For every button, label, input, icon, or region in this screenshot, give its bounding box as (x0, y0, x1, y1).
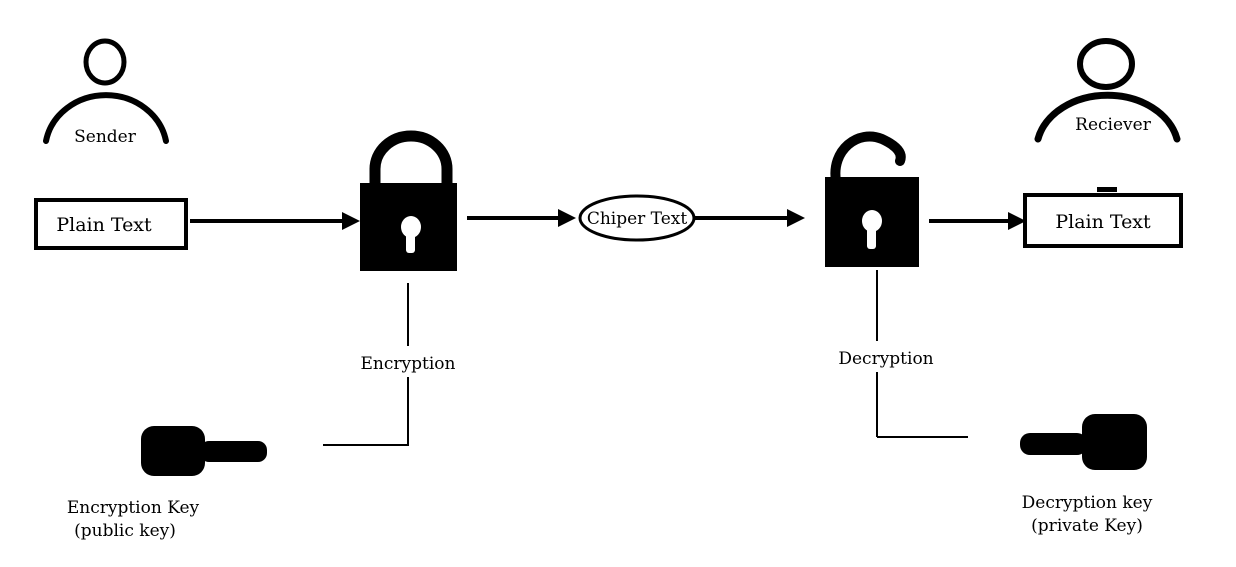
sender-actor: Sender (43, 38, 169, 147)
encryption-connector: Encryption (323, 283, 456, 446)
plain-text-source-box (34, 198, 188, 250)
plain-text-result-node: Plain Text (1023, 187, 1183, 248)
cipher-text-label: Chiper Text (587, 209, 688, 229)
encryption-label: Encryption (361, 354, 456, 374)
arrow-source-to-encryption (190, 212, 360, 230)
encryption-key-label-line1: Encryption Key (67, 498, 200, 518)
decryption-connector: Decryption (838, 270, 968, 438)
decryption-key-label-line1: Decryption key (1022, 493, 1153, 513)
keyhole-circle (401, 216, 421, 238)
key-head-icon (1082, 414, 1147, 470)
lock-shackle-closed (369, 130, 453, 186)
key-shaft-icon (200, 441, 267, 462)
sender-label: Sender (74, 127, 137, 147)
key-shaft-icon (1020, 433, 1087, 455)
decryption-key-label-line2: (private Key) (1031, 516, 1143, 536)
key-head-icon (141, 426, 205, 476)
keyhole-stem (406, 232, 415, 253)
encryption-key-label-line2: (public key) (74, 521, 176, 541)
cipher-text-oval (578, 194, 696, 242)
plain-text-source-label: Plain Text (56, 214, 152, 236)
plain-text-source-node: Plain Text (34, 198, 188, 250)
encryption-key-group: Encryption Key (public key) (67, 426, 267, 541)
cipher-text-node: Chiper Text (578, 194, 696, 242)
arrow-cipher-to-decryption (695, 209, 805, 227)
plain-text-result-box (1023, 193, 1183, 248)
encryption-lock-icon (360, 130, 457, 271)
arrow-encryption-to-cipher (467, 209, 576, 227)
lock-shackle-open (830, 131, 906, 186)
receiver-label: Reciever (1075, 115, 1152, 135)
receiver-head-icon (1077, 38, 1135, 90)
receiver-body-icon (1034, 91, 1181, 143)
arrowhead-icon (558, 209, 576, 227)
arrowhead-icon (342, 212, 360, 230)
arrowhead-icon (787, 209, 805, 227)
plain-text-result-label: Plain Text (1055, 211, 1151, 233)
sender-head-icon (83, 38, 127, 86)
decryption-label: Decryption (838, 349, 933, 369)
sender-body-icon (43, 92, 169, 144)
arrowhead-icon (1008, 212, 1026, 230)
arrow-decryption-to-result (929, 212, 1026, 230)
box-top-tick-mark (1097, 187, 1117, 192)
receiver-actor: Reciever (1034, 38, 1181, 143)
decryption-lock-icon (825, 131, 919, 267)
decryption-key-group: Decryption key (private Key) (1020, 414, 1153, 536)
keyhole-circle (862, 210, 882, 232)
keyhole-stem (867, 227, 876, 249)
